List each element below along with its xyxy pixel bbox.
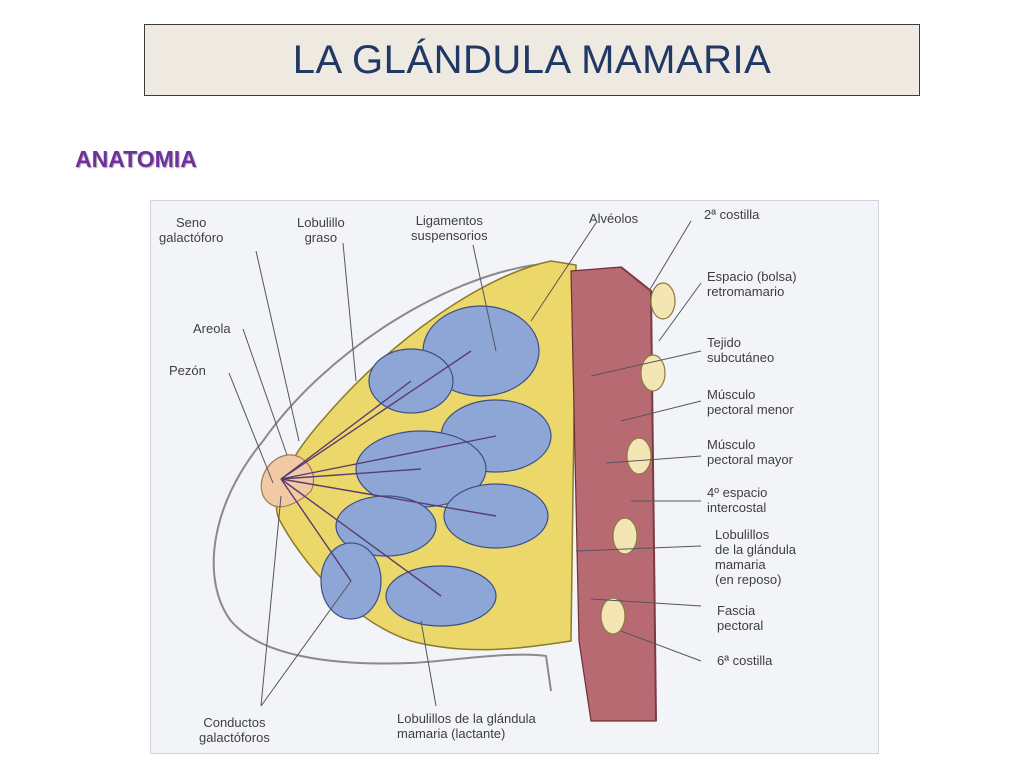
breast-outline xyxy=(212,262,552,692)
breast-anatomy-illustration xyxy=(212,220,702,722)
label-conductos-galactoforos: Conductos galactóforos xyxy=(199,715,270,745)
milk-ducts xyxy=(280,350,497,597)
label-musculo-pectoral-menor: Músculo pectoral menor xyxy=(707,387,794,417)
anatomy-figure: Seno galactóforo Lobulillo graso Ligamen… xyxy=(150,200,879,754)
label-segunda-costilla: 2ª costilla xyxy=(704,207,760,222)
label-espacio-retromamario: Espacio (bolsa) retromamario xyxy=(707,269,797,299)
label-lobulillo-graso: Lobulillo graso xyxy=(297,215,345,245)
title-box: LA GLÁNDULA MAMARIA xyxy=(144,24,920,96)
pectoral-muscle xyxy=(570,266,657,722)
label-lobulillos-reposo: Lobulillos de la glándula mamaria (en re… xyxy=(715,527,796,587)
label-areola: Areola xyxy=(193,321,231,336)
slide-subtitle: ANATOMIA xyxy=(75,146,197,172)
label-ligamentos-suspensorios: Ligamentos suspensorios xyxy=(411,213,488,243)
label-lobulillos-lactante: Lobulillos de la glándula mamaria (lacta… xyxy=(397,711,536,741)
label-fascia-pectoral: Fascia pectoral xyxy=(717,603,764,633)
label-musculo-pectoral-mayor: Músculo pectoral mayor xyxy=(707,437,793,467)
label-sexta-costilla: 6ª costilla xyxy=(717,653,773,668)
label-cuarto-espacio-intercostal: 4º espacio intercostal xyxy=(707,485,768,515)
label-seno-galactoforo: Seno galactóforo xyxy=(159,215,224,245)
label-tejido-subcutaneo: Tejido subcutáneo xyxy=(707,335,775,365)
ribs xyxy=(600,282,676,635)
label-pezon: Pezón xyxy=(169,363,206,378)
slide-title: LA GLÁNDULA MAMARIA xyxy=(292,37,772,82)
label-alveolos: Alvéolos xyxy=(589,211,639,226)
chest-wall xyxy=(620,266,657,722)
leader-lines xyxy=(228,220,702,707)
